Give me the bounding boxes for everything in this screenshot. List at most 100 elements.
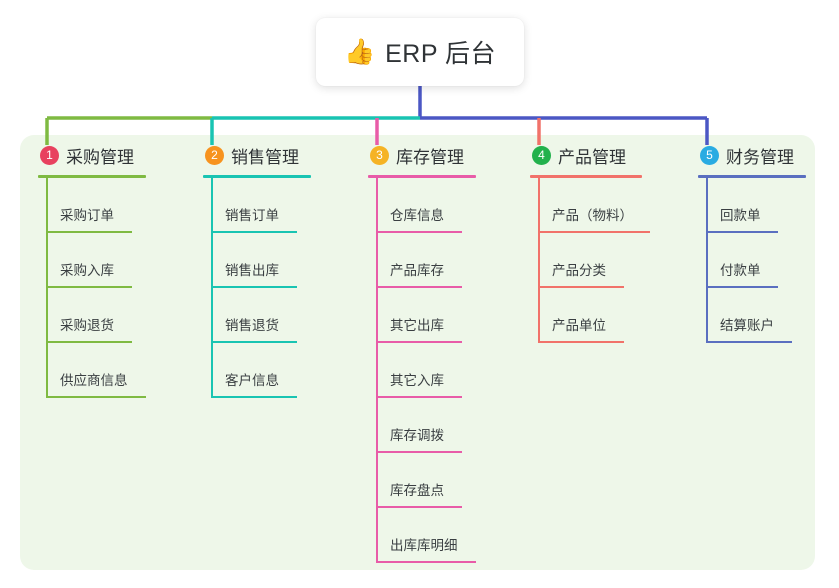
category-underline — [368, 175, 476, 178]
category-item[interactable]: 销售退货 — [203, 288, 311, 343]
category-item-list: 销售订单销售出库销售退货客户信息 — [203, 178, 311, 398]
category-spine-line — [706, 178, 708, 343]
category-item[interactable]: 采购退货 — [38, 288, 146, 343]
category-item-underline — [538, 341, 624, 343]
category-item[interactable]: 付款单 — [698, 233, 806, 288]
category-column: 2 销售管理销售订单销售出库销售退货客户信息 — [203, 142, 311, 398]
thumbs-up-icon: 👍 — [343, 37, 376, 66]
category-item[interactable]: 产品单位 — [530, 288, 642, 343]
category-underline — [698, 175, 806, 178]
category-item-label: 客户信息 — [225, 373, 279, 388]
category-item-underline — [706, 286, 778, 288]
category-item[interactable]: 产品分类 — [530, 233, 642, 288]
category-item-underline — [211, 231, 297, 233]
category-item-underline — [46, 231, 132, 233]
root-node-erp[interactable]: 👍 ERP 后台 — [316, 18, 524, 86]
category-number-badge: 4 — [532, 145, 551, 165]
category-spine-line — [376, 178, 378, 563]
category-header[interactable]: 1 采购管理 — [38, 142, 146, 168]
category-item[interactable]: 回款单 — [698, 178, 806, 233]
category-number-badge: 3 — [370, 145, 389, 165]
category-item-label: 销售退货 — [225, 318, 279, 333]
category-underline — [203, 175, 311, 178]
category-item-underline — [376, 506, 462, 508]
category-header[interactable]: 5 财务管理 — [698, 142, 806, 168]
category-title: 采购管理 — [66, 147, 134, 167]
category-number-badge: 1 — [40, 145, 59, 165]
category-item-underline — [706, 341, 792, 343]
category-title: 销售管理 — [231, 147, 299, 167]
content-panel — [20, 135, 815, 570]
category-item-label: 产品（物料） — [552, 208, 633, 223]
category-underline — [530, 175, 642, 178]
category-item-label: 销售出库 — [225, 263, 279, 278]
category-item-underline — [211, 341, 297, 343]
category-header[interactable]: 3 库存管理 — [368, 142, 476, 168]
category-item-label: 付款单 — [720, 263, 761, 278]
category-item-underline — [376, 396, 462, 398]
category-item-label: 其它入库 — [390, 373, 444, 388]
category-item-label: 结算账户 — [720, 318, 774, 333]
category-item[interactable]: 仓库信息 — [368, 178, 476, 233]
category-item-underline — [376, 561, 476, 563]
category-item-label: 产品库存 — [390, 263, 444, 278]
category-column: 3 库存管理仓库信息产品库存其它出库其它入库库存调拨库存盘点出库库明细 — [368, 142, 476, 563]
category-item-label: 库存调拨 — [390, 428, 444, 443]
category-title: 财务管理 — [726, 147, 794, 167]
category-column: 1 采购管理采购订单采购入库采购退货供应商信息 — [38, 142, 146, 398]
category-title: 库存管理 — [396, 147, 464, 167]
category-spine-line — [211, 178, 213, 398]
category-item-label: 采购订单 — [60, 208, 114, 223]
category-item-label: 其它出库 — [390, 318, 444, 333]
category-item-label: 回款单 — [720, 208, 761, 223]
category-item-list: 产品（物料） 产品分类产品单位 — [530, 178, 650, 343]
category-item[interactable]: 出库库明细 — [368, 508, 476, 563]
category-item[interactable]: 采购订单 — [38, 178, 146, 233]
category-number-badge: 2 — [205, 145, 224, 165]
category-item-underline — [46, 341, 132, 343]
category-item-underline — [706, 231, 778, 233]
category-item-underline — [538, 286, 624, 288]
category-item[interactable]: 供应商信息 — [38, 343, 146, 398]
category-item-label: 库存盘点 — [390, 483, 444, 498]
category-item-label: 供应商信息 — [60, 373, 128, 388]
category-item[interactable]: 销售出库 — [203, 233, 311, 288]
category-item[interactable]: 客户信息 — [203, 343, 311, 398]
category-item-underline — [211, 286, 297, 288]
category-spine-line — [46, 178, 48, 398]
category-number-badge: 5 — [700, 145, 719, 165]
category-item-label: 产品单位 — [552, 318, 606, 333]
category-item-underline — [211, 396, 297, 398]
category-item[interactable]: 库存盘点 — [368, 453, 476, 508]
category-item[interactable]: 其它入库 — [368, 343, 476, 398]
category-item[interactable]: 其它出库 — [368, 288, 476, 343]
category-item-label: 出库库明细 — [390, 538, 458, 553]
category-item-label: 采购入库 — [60, 263, 114, 278]
category-item-underline — [46, 286, 132, 288]
category-item[interactable]: 产品（物料） — [530, 178, 650, 233]
category-item[interactable]: 库存调拨 — [368, 398, 476, 453]
category-item[interactable]: 产品库存 — [368, 233, 476, 288]
category-item-underline — [538, 231, 650, 233]
category-item-list: 仓库信息产品库存其它出库其它入库库存调拨库存盘点出库库明细 — [368, 178, 476, 563]
category-item-label: 采购退货 — [60, 318, 114, 333]
category-underline — [38, 175, 146, 178]
category-item-underline — [46, 396, 146, 398]
category-item-label: 销售订单 — [225, 208, 279, 223]
category-column: 5 财务管理回款单付款单结算账户 — [698, 142, 806, 343]
category-item-underline — [376, 341, 462, 343]
category-item-underline — [376, 231, 462, 233]
category-item[interactable]: 采购入库 — [38, 233, 146, 288]
category-item-underline — [376, 286, 462, 288]
root-node-title: ERP 后台 — [385, 40, 497, 68]
category-item-label: 仓库信息 — [390, 208, 444, 223]
category-item[interactable]: 结算账户 — [698, 288, 806, 343]
category-header[interactable]: 2 销售管理 — [203, 142, 311, 168]
category-item-list: 采购订单采购入库采购退货供应商信息 — [38, 178, 146, 398]
category-item[interactable]: 销售订单 — [203, 178, 311, 233]
category-item-label: 产品分类 — [552, 263, 606, 278]
